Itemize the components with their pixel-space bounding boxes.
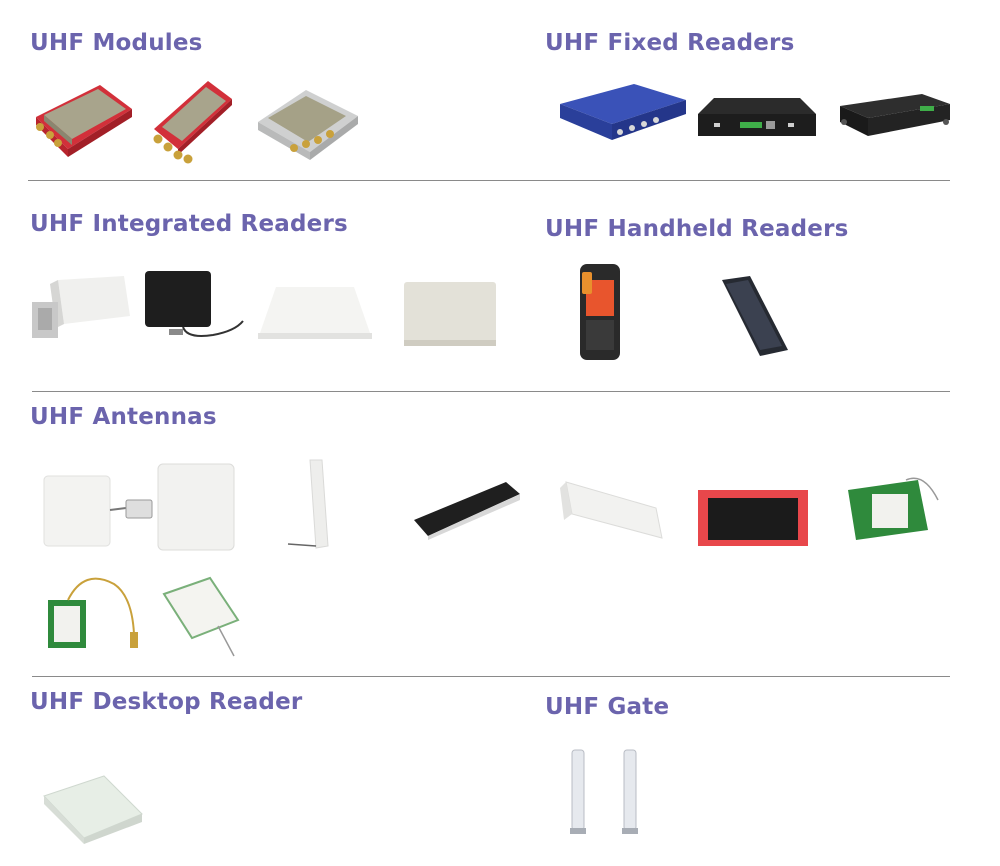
antenna-icon [560, 481, 663, 539]
uhf-module-2[interactable] [150, 75, 236, 167]
antenna-4[interactable] [412, 480, 522, 540]
antenna-icon [287, 459, 329, 549]
gate-1[interactable] [568, 746, 644, 836]
uhf-module-icon [153, 81, 232, 164]
desktop-reader-icon [43, 775, 143, 844]
fixed-reader-1[interactable] [558, 78, 688, 146]
section-title-uhf-desktop-reader: UHF Desktop Reader [30, 689, 303, 715]
fixed-reader-icon [560, 84, 686, 140]
section-title-uhf-modules: UHF Modules [30, 30, 203, 56]
antenna-2[interactable] [156, 462, 236, 552]
section-title-uhf-handheld-readers: UHF Handheld Readers [545, 216, 849, 242]
integrated-reader-icon [404, 282, 496, 346]
integrated-reader-3[interactable] [256, 283, 374, 343]
desktop-reader-1[interactable] [42, 774, 146, 846]
handheld-reader-icon [580, 264, 620, 360]
section-title-uhf-antennas: UHF Antennas [30, 404, 217, 430]
handheld-reader-1[interactable] [578, 262, 624, 364]
uhf-module-3[interactable] [254, 82, 360, 162]
integrated-reader-2[interactable] [143, 269, 247, 343]
integrated-reader-1[interactable] [28, 272, 132, 342]
antenna-icon [48, 577, 138, 648]
antenna-5[interactable] [558, 480, 664, 552]
fixed-reader-icon [698, 98, 816, 136]
divider-3 [32, 676, 950, 677]
antenna-1[interactable] [42, 474, 156, 550]
uhf-module-icon [258, 90, 358, 160]
uhf-module-icon [36, 85, 132, 157]
handheld-reader-2[interactable] [720, 274, 790, 358]
section-title-uhf-gate: UHF Gate [545, 694, 670, 720]
integrated-reader-4[interactable] [402, 280, 498, 348]
antenna-9[interactable] [158, 576, 244, 658]
fixed-reader-2[interactable] [696, 96, 818, 140]
antenna-8[interactable] [44, 574, 148, 654]
antenna-7[interactable] [846, 476, 944, 542]
antenna-icon [414, 482, 520, 540]
antenna-icon [157, 463, 235, 551]
fixed-reader-3[interactable] [834, 88, 954, 144]
uhf-module-1[interactable] [28, 75, 140, 163]
antenna-icon [43, 475, 153, 547]
antenna-icon [698, 490, 808, 546]
integrated-reader-icon [258, 287, 372, 339]
integrated-reader-icon [145, 271, 244, 337]
integrated-reader-icon [32, 276, 130, 338]
section-title-uhf-fixed-readers: UHF Fixed Readers [545, 30, 795, 56]
antenna-6[interactable] [696, 488, 810, 548]
gate-icon [570, 749, 638, 834]
antenna-icon [162, 576, 240, 657]
fixed-reader-icon [840, 94, 950, 136]
antenna-icon [848, 477, 939, 540]
divider-1 [28, 180, 950, 181]
antenna-3[interactable] [282, 458, 334, 554]
section-title-uhf-integrated-readers: UHF Integrated Readers [30, 211, 348, 237]
handheld-reader-icon [722, 276, 788, 356]
divider-2 [32, 391, 950, 392]
